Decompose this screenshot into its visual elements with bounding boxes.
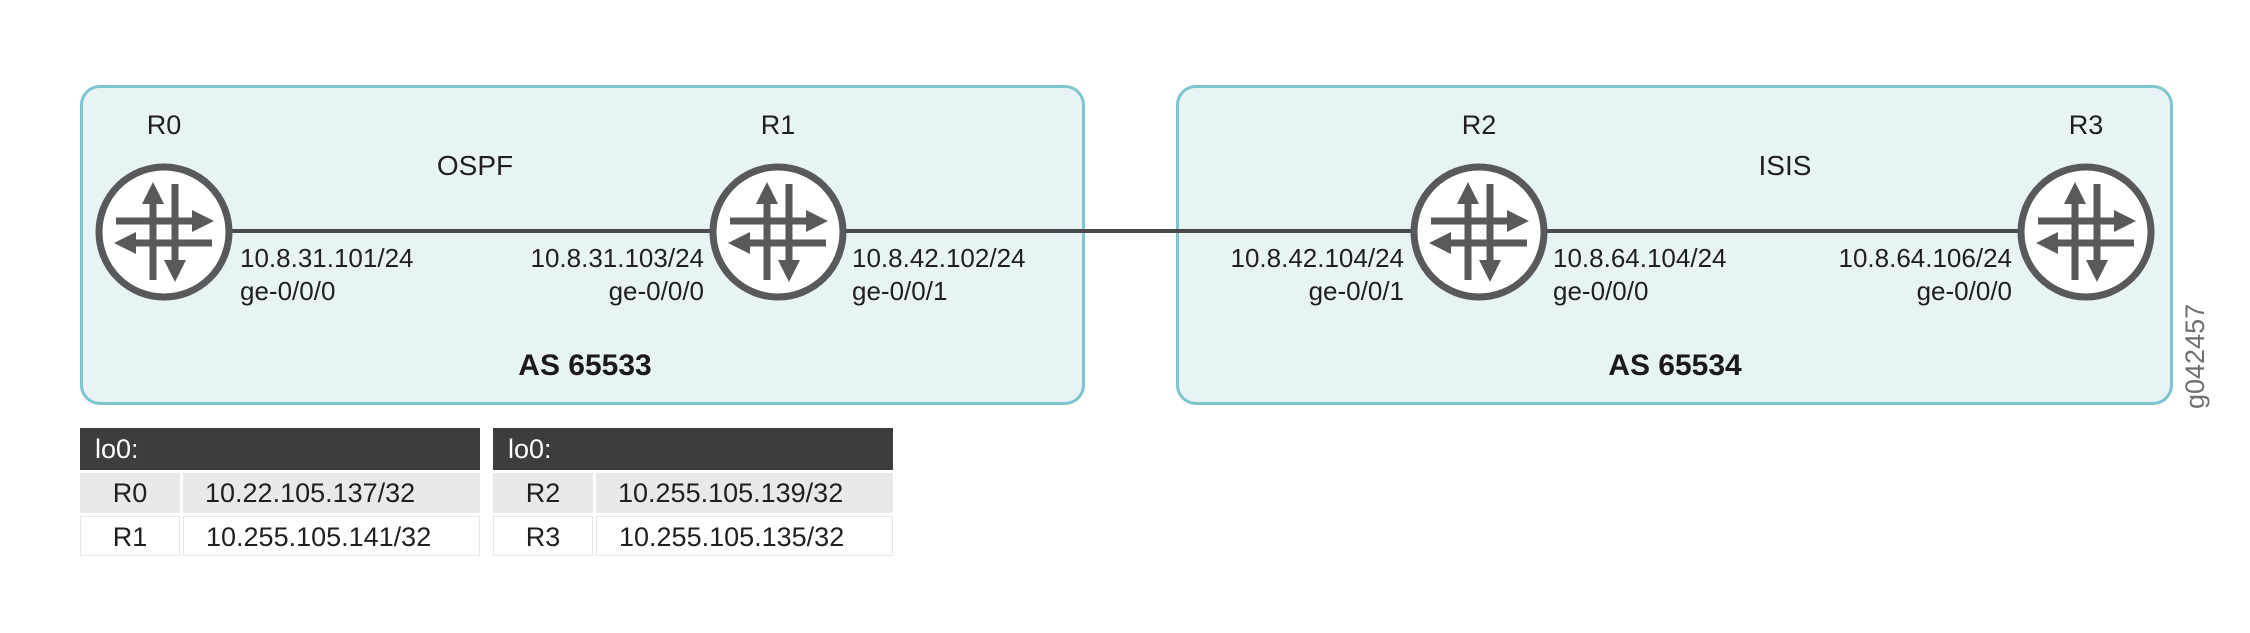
interface-label-r1-ge001: 10.8.42.102/24 ge-0/0/1 <box>852 242 1026 308</box>
router-r0-label: R0 <box>146 110 182 140</box>
interface-ip: 10.8.64.106/24 <box>1838 243 2013 273</box>
interface-ip: 10.8.31.101/24 <box>240 243 414 273</box>
router-icon <box>95 163 233 301</box>
interface-label-r1-ge000: 10.8.31.103/24 ge-0/0/0 <box>531 242 705 308</box>
interface-port: ge-0/0/0 <box>240 276 336 306</box>
table-cell-loopback-ip: 10.255.105.135/32 <box>596 516 893 556</box>
ospf-protocol-label: OSPF <box>436 150 514 181</box>
as-65533-box <box>80 85 1085 405</box>
router-r0: R0 <box>94 110 234 302</box>
table-cell-router: R2 <box>493 473 593 513</box>
table-header: lo0: <box>493 428 893 470</box>
figure-id: g042457 <box>2180 303 2210 409</box>
loopback-table-as65533: lo0: R0 10.22.105.137/32 R1 10.255.105.1… <box>80 428 480 556</box>
as-65534-box <box>1176 85 2173 405</box>
router-r2: R2 <box>1409 110 1549 302</box>
interface-label-r2-ge001: 10.8.42.104/24 ge-0/0/1 <box>1231 242 1405 308</box>
interface-label-r2-ge000: 10.8.64.104/24 ge-0/0/0 <box>1553 242 1727 308</box>
link-line <box>164 229 2086 233</box>
table-header: lo0: <box>80 428 480 470</box>
isis-protocol-label: ISIS <box>1758 150 1812 181</box>
router-r1-label: R1 <box>760 110 796 140</box>
interface-label-r3-ge000: 10.8.64.106/24 ge-0/0/0 <box>1839 242 2013 308</box>
table-cell-router: R1 <box>80 516 180 556</box>
as-65533-label: AS 65533 <box>518 349 652 382</box>
loopback-table-as65534: lo0: R2 10.255.105.139/32 R3 10.255.105.… <box>493 428 893 556</box>
table-cell-loopback-ip: 10.255.105.139/32 <box>596 473 893 513</box>
router-icon <box>709 163 847 301</box>
table-cell-router: R3 <box>493 516 593 556</box>
interface-ip: 10.8.42.104/24 <box>1230 243 1405 273</box>
table-cell-loopback-ip: 10.22.105.137/32 <box>183 473 480 513</box>
router-icon <box>1410 163 1548 301</box>
interface-ip: 10.8.64.104/24 <box>1553 243 1727 273</box>
table-cell-loopback-ip: 10.255.105.141/32 <box>183 516 480 556</box>
interface-port: ge-0/0/1 <box>852 276 948 306</box>
as-65534-label: AS 65534 <box>1608 349 1742 382</box>
router-r3-label: R3 <box>2068 110 2104 140</box>
router-icon <box>2017 163 2155 301</box>
interface-port: ge-0/0/0 <box>1553 276 1649 306</box>
interface-ip: 10.8.42.102/24 <box>852 243 1026 273</box>
interface-ip: 10.8.31.103/24 <box>530 243 705 273</box>
interface-label-r0-ge000: 10.8.31.101/24 ge-0/0/0 <box>240 242 414 308</box>
interface-port: ge-0/0/0 <box>1916 276 2012 306</box>
interface-port: ge-0/0/0 <box>608 276 704 306</box>
interface-port: ge-0/0/1 <box>1308 276 1404 306</box>
router-r3: R3 <box>2016 110 2156 302</box>
router-r2-label: R2 <box>1461 110 1497 140</box>
table-cell-router: R0 <box>80 473 180 513</box>
router-r1: R1 <box>708 110 848 302</box>
